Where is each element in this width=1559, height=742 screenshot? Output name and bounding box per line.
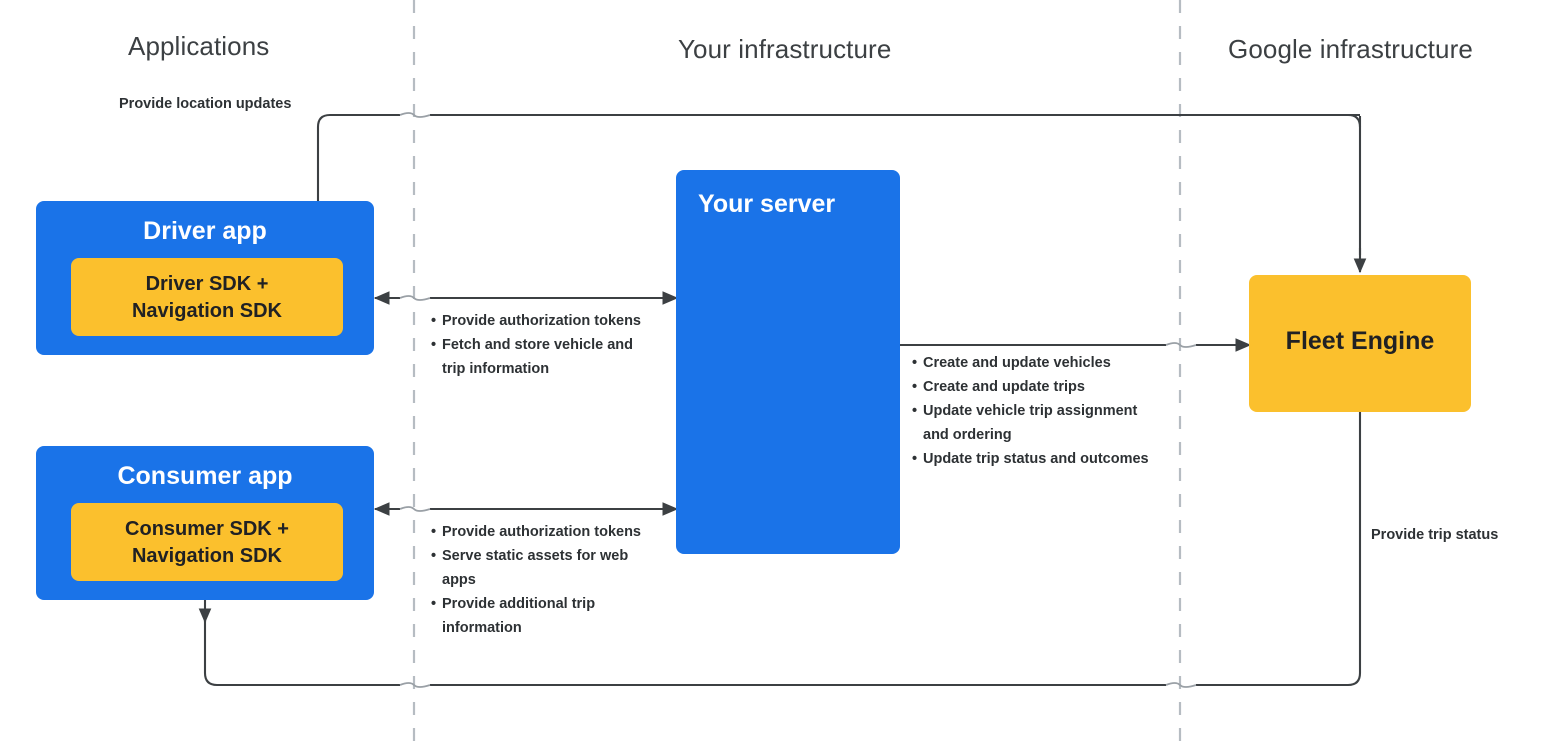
column-header-your-infrastructure: Your infrastructure [678,34,892,64]
edge-trip-status [198,412,1362,688]
your-server-title: Your server [698,190,836,218]
node-consumer-app: Consumer app Consumer SDK +Navigation SD… [36,446,374,600]
driver-sdk-label: Driver SDK +Navigation SDK [131,273,283,322]
bullet-item: Create and update trips [912,375,1162,399]
bullet-item: Update trip status and outcomes [912,447,1162,471]
bullet-item: Provide authorization tokens [431,520,653,544]
column-header-google-infrastructure: Google infrastructure [1228,34,1473,64]
edge-label-provide-trip-status: Provide trip status [1371,527,1499,543]
bullet-item: Fetch and store vehicle and trip informa… [431,333,653,381]
node-driver-app: Driver app Driver SDK +Navigation SDK [36,201,374,355]
edge-server-fleet [900,338,1252,352]
bullet-item: Update vehicle trip assignment and order… [912,399,1162,447]
node-consumer-sdk: Consumer SDK +Navigation SDK [71,503,343,581]
bullet-item: Provide authorization tokens [431,309,653,333]
consumer-sdk-label: Consumer SDK +Navigation SDK [125,518,289,567]
edge-bullets-server-fleet: Create and update vehiclesCreate and upd… [912,351,1162,471]
node-your-server: Your server [676,170,900,554]
bullet-item: Serve static assets for web apps [431,544,653,592]
edge-fleet-top-entry [1347,113,1367,274]
node-driver-sdk: Driver SDK +Navigation SDK [71,258,343,336]
fleet-engine-title: Fleet Engine [1285,327,1435,355]
edge-bullets-driver-server: Provide authorization tokensFetch and st… [431,309,653,381]
consumer-app-title: Consumer app [117,462,293,490]
driver-app-title: Driver app [143,217,267,245]
edge-label-provide-location-updates: Provide location updates [119,96,292,112]
column-header-applications: Applications [128,31,270,61]
edge-driver-server [373,291,679,305]
edge-bullets-consumer-server: Provide authorization tokensServe static… [431,520,653,640]
bullet-item: Create and update vehicles [912,351,1162,375]
node-fleet-engine: Fleet Engine [1249,275,1471,412]
edge-consumer-server [373,502,679,516]
bullet-item: Provide additional trip information [431,592,653,640]
